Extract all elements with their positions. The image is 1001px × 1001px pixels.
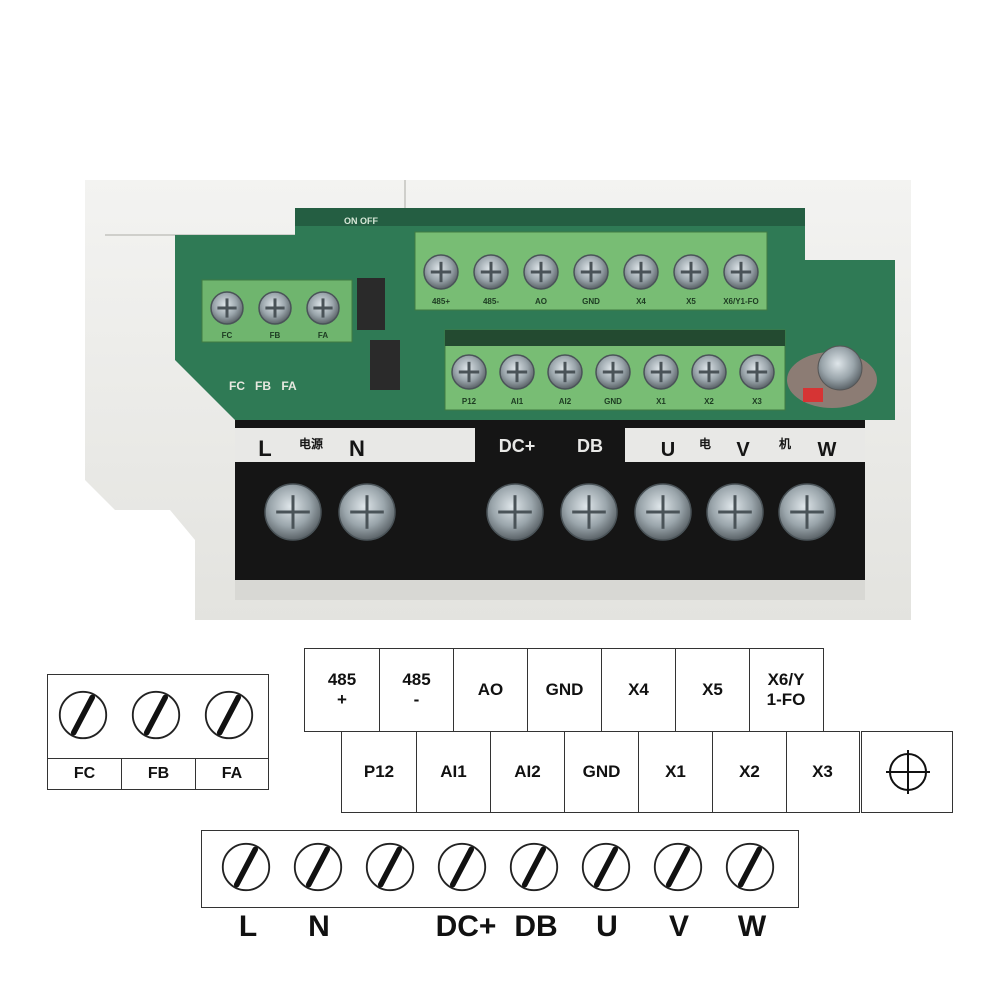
lower-terminal-silk-label: X1 [656, 397, 666, 406]
lower-terminal-silk-label: X3 [752, 397, 762, 406]
terminal-photo: 485+ 485- AO GND X4 X5 X6/Y1-FO P12 AI1 AI2 GND X1 X… [85, 180, 911, 620]
photo-db-label: DB [577, 436, 603, 456]
terminal-485-plus: 485 + [305, 649, 380, 731]
terminal-x6-y1-fo: X6/Y 1-FO [766, 670, 806, 709]
upper-terminal-silk-label: 485+ [432, 297, 450, 306]
photo-dc-plus-label: DC+ [499, 436, 536, 456]
terminal-screw-icon [673, 254, 709, 290]
terminal-screw-icon [643, 354, 679, 390]
relay-label-fb: FB [122, 759, 196, 789]
upper-terminal-silk-label: AO [535, 297, 547, 306]
power-diagram-screw-icon [437, 842, 487, 892]
terminal-screw-icon [723, 254, 759, 290]
terminal-screw-icon [499, 354, 535, 390]
terminal-screw-icon [778, 483, 836, 541]
power-diagram-screw-icon [581, 842, 631, 892]
power-label-l: L [238, 910, 258, 943]
upper-terminal-silk-label: X5 [686, 297, 696, 306]
ground-terminal-box [861, 731, 953, 813]
terminal-screw-icon [706, 483, 764, 541]
terminal-x1: X1 [639, 732, 713, 812]
upper-terminal-silk-label: GND [582, 297, 600, 306]
relay-terminal-silk-label: FB [270, 331, 281, 340]
terminal-x2: X2 [713, 732, 787, 812]
terminal-x3: X3 [812, 762, 833, 782]
relay-label-fc: FC [48, 759, 122, 789]
terminal-gnd-top: GND [528, 649, 602, 731]
photo-power-label-cn: 电源 [299, 436, 323, 451]
ground-symbol-icon [886, 750, 930, 794]
terminal-screw-icon [210, 291, 244, 325]
relay-label-fa: FA [221, 765, 243, 782]
terminal-screw-icon [258, 291, 292, 325]
photo-motor-label-cn1: 电 [699, 436, 711, 451]
relay-terminal-silk-label: FA [318, 331, 328, 340]
power-terminal-diagram [201, 830, 799, 908]
upper-terminal-silk-label: 485- [483, 297, 499, 306]
power-label-n: N [308, 910, 330, 943]
terminal-x4: X4 [602, 649, 676, 731]
dip-switch-label: ON OFF [344, 216, 378, 226]
relay-pcb-silk-label: FA [281, 379, 297, 393]
power-diagram-screw-icon [293, 842, 343, 892]
terminal-screw-icon [264, 483, 322, 541]
terminal-screw-icon [423, 254, 459, 290]
terminal-screw-icon [547, 354, 583, 390]
power-diagram-screw-icon [365, 842, 415, 892]
terminal-ai1: AI1 [417, 732, 491, 812]
power-diagram-screw-icon [509, 842, 559, 892]
terminal-screw-icon [306, 291, 340, 325]
terminal-gnd-bottom: GND [565, 732, 639, 812]
lower-terminal-silk-label: AI2 [559, 397, 572, 406]
terminal-screw-icon [523, 254, 559, 290]
relay-label-row: FC FB FA [48, 758, 268, 789]
relay-terminal-silk-label: FC [222, 331, 233, 340]
photo-motor-label-cn2: 机 [779, 436, 791, 451]
terminal-485-minus: 485 - [380, 649, 454, 731]
terminal-ai2: AI2 [491, 732, 565, 812]
photo-motor-label-u: U [661, 439, 675, 461]
power-label-u: U [596, 910, 618, 943]
power-diagram-screw-icon [653, 842, 703, 892]
upper-terminal-silk-label: X4 [636, 297, 646, 306]
photo-motor-label-w: W [818, 439, 837, 461]
control-bottom-row: P12 AI1 AI2 GND X1 X2 X3 [341, 731, 860, 813]
photo-motor-label-v: V [736, 439, 750, 461]
terminal-screw-icon [573, 254, 609, 290]
lower-terminal-silk-label: P12 [462, 397, 477, 406]
terminal-ao: AO [454, 649, 528, 731]
terminal-screw-icon [595, 354, 631, 390]
terminal-screw-icon [451, 354, 487, 390]
relay-pcb-silk-label: FB [255, 379, 271, 393]
control-top-row: 485 + 485 - AO GND X4 X5 X6/Y 1-FO [304, 648, 824, 732]
photo-power-label-l: L [258, 436, 271, 461]
terminal-screw-icon [739, 354, 775, 390]
power-diagram-screw-icon [221, 842, 271, 892]
relay-terminal-diagram: FC FB FA [47, 674, 269, 790]
terminal-p12: P12 [342, 732, 417, 812]
terminal-screw-icon [691, 354, 727, 390]
power-label-dc-plus: DC+ [435, 910, 497, 943]
power-label-db: DB [514, 910, 558, 943]
terminal-screw-icon [473, 254, 509, 290]
relay-pcb-silk-label: FC [229, 379, 245, 393]
relay-diagram-screw-icon [204, 690, 254, 740]
terminal-screw-icon [338, 483, 396, 541]
relay-diagram-screw-icon [58, 690, 108, 740]
terminal-screw-icon [623, 254, 659, 290]
lower-terminal-silk-label: AI1 [511, 397, 524, 406]
lower-terminal-silk-label: X2 [704, 397, 714, 406]
terminal-x5: X5 [676, 649, 750, 731]
photo-power-label-n: N [349, 436, 365, 461]
power-label-w: W [737, 910, 767, 943]
terminal-screw-icon [634, 483, 692, 541]
power-diagram-screw-icon [725, 842, 775, 892]
power-label-v: V [668, 910, 689, 943]
terminal-screw-icon [560, 483, 618, 541]
terminal-screw-icon [486, 483, 544, 541]
upper-terminal-silk-label: X6/Y1-FO [723, 297, 759, 306]
lower-terminal-silk-label: GND [604, 397, 622, 406]
relay-diagram-screw-icon [131, 690, 181, 740]
